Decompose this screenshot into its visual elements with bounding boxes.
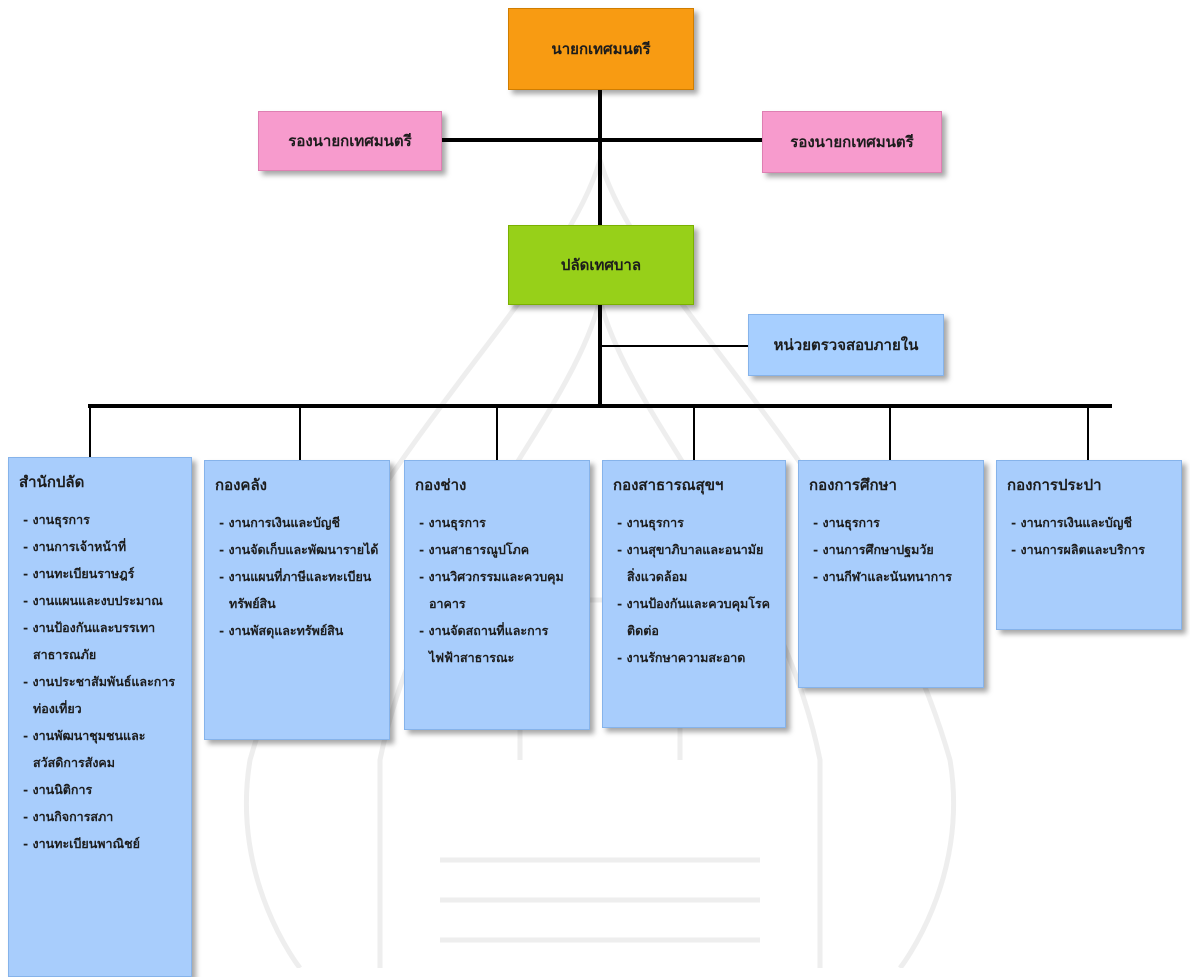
- municipal-clerk-box: ปลัดเทศบาล: [508, 225, 694, 305]
- department-title: กองการประปา: [1007, 476, 1102, 494]
- department-task: งานจัดสถานที่และการไฟฟ้าสาธารณะ: [415, 617, 579, 671]
- department-task: งานทะเบียนพาณิชย์: [19, 830, 181, 857]
- department-task: งานประชาสัมพันธ์และการท่องเที่ยว: [19, 668, 181, 722]
- department-task: งานการศึกษาปฐมวัย: [809, 536, 973, 563]
- department-task: งานธุรการ: [19, 506, 181, 533]
- department-task: งานนิติการ: [19, 776, 181, 803]
- department-task: งานพัสดุและทรัพย์สิน: [215, 617, 379, 644]
- department-task: งานการเงินและบัญชี: [1007, 509, 1171, 536]
- department-task: งานการผลิตและบริการ: [1007, 536, 1171, 563]
- deputy-mayor-right-label: รองนายกเทศมนตรี: [790, 133, 914, 151]
- department-task: งานแผนและงบประมาณ: [19, 587, 181, 614]
- department-task: งานจัดเก็บและพัฒนารายได้: [215, 536, 379, 563]
- department-task: งานการเงินและบัญชี: [215, 509, 379, 536]
- department-task: งานวิศวกรรมและควบคุมอาคาร: [415, 563, 579, 617]
- department-task: งานป้องกันและบรรเทาสาธารณภัย: [19, 614, 181, 668]
- department-waterworks: กองการประปา งานการเงินและบัญชี งานการผลิ…: [996, 460, 1182, 630]
- department-title: กองช่าง: [415, 476, 467, 494]
- department-task: งานธุรการ: [613, 509, 775, 536]
- municipal-clerk-label: ปลัดเทศบาล: [560, 256, 642, 274]
- department-title: กองสาธารณสุขฯ: [613, 476, 724, 494]
- department-task: งานสุขาภิบาลและอนามัยสิ่งแวดล้อม: [613, 536, 775, 590]
- internal-audit-label: หน่วยตรวจสอบภายใน: [773, 336, 919, 354]
- department-public-health: กองสาธารณสุขฯ งานธุรการ งานสุขาภิบาลและอ…: [602, 460, 786, 728]
- department-finance: กองคลัง งานการเงินและบัญชี งานจัดเก็บและ…: [204, 460, 390, 740]
- department-engineering: กองช่าง งานธุรการ งานสาธารณูปโภค งานวิศว…: [404, 460, 590, 730]
- department-task: งานธุรการ: [809, 509, 973, 536]
- department-task: งานธุรการ: [415, 509, 579, 536]
- internal-audit-box: หน่วยตรวจสอบภายใน: [748, 314, 944, 376]
- department-task: งานป้องกันและควบคุมโรคติดต่อ: [613, 590, 775, 644]
- department-title: สำนักปลัด: [19, 473, 85, 491]
- deputy-mayor-left-box: รองนายกเทศมนตรี: [258, 111, 442, 171]
- department-title: กองคลัง: [215, 476, 267, 494]
- department-task: งานทะเบียนราษฎร์: [19, 560, 181, 587]
- deputy-mayor-left-label: รองนายกเทศมนตรี: [288, 132, 412, 150]
- department-task: งานการเจ้าหน้าที่: [19, 533, 181, 560]
- department-task: งานรักษาความสะอาด: [613, 644, 775, 671]
- department-education: กองการศึกษา งานธุรการ งานการศึกษาปฐมวัย …: [798, 460, 984, 688]
- mayor-label: นายกเทศมนตรี: [551, 40, 651, 58]
- deputy-mayor-right-box: รองนายกเทศมนตรี: [762, 111, 942, 173]
- department-task: งานพัฒนาชุมชนและสวัสดิการสังคม: [19, 722, 181, 776]
- mayor-box: นายกเทศมนตรี: [508, 8, 694, 90]
- department-task: งานกิจการสภา: [19, 803, 181, 830]
- department-title: กองการศึกษา: [809, 476, 897, 494]
- department-task: งานสาธารณูปโภค: [415, 536, 579, 563]
- department-task: งานกีฬาและนันทนาการ: [809, 563, 973, 590]
- department-office-of-clerk: สำนักปลัด งานธุรการ งานการเจ้าหน้าที่ งา…: [8, 457, 192, 977]
- department-task: งานแผนที่ภาษีและทะเบียนทรัพย์สิน: [215, 563, 379, 617]
